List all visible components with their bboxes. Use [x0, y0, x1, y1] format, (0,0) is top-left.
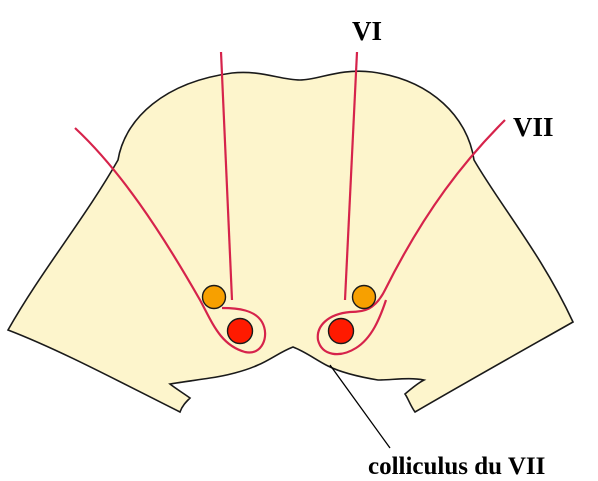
label-vii: VII	[513, 112, 554, 142]
pons-cross-section	[6, 70, 575, 414]
label-colliculus: colliculus du VII	[368, 453, 545, 480]
right-vi-nucleus	[327, 317, 355, 345]
colliculus-leader-line	[329, 364, 391, 449]
right-vii-nucleus	[351, 284, 377, 310]
left-vii-fiber	[74, 127, 267, 354]
right-vi-fiber	[343, 51, 359, 301]
left-vii-nucleus	[201, 284, 227, 310]
left-vi-nucleus	[226, 317, 254, 345]
left-vi-fiber	[219, 51, 234, 301]
right-vii-fiber	[316, 119, 506, 356]
label-vi: VI	[352, 16, 382, 46]
